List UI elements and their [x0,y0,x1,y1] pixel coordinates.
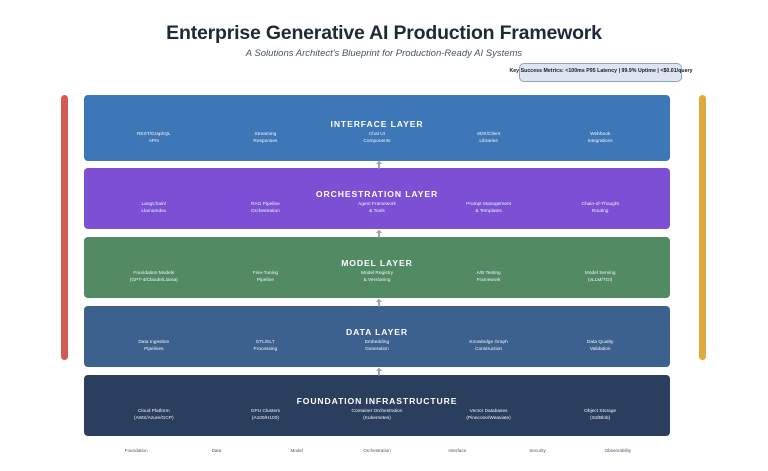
component-rest-graphql-apis: REST/GraphQL APIs [136,132,171,144]
layer-data-components: Data Ingestion Pipelines ETL/ELT Process… [84,340,670,354]
arrow-up-icon [376,160,382,169]
page-subtitle: A Solutions Architect's Blueprint for Pr… [245,48,523,59]
component-agent-framework-tools: Agent Framework & Tools [358,202,396,214]
component-prompt-management-templates: Prompt Management & Templates [466,202,511,214]
key-success-metrics-box [519,63,682,82]
component-fine-tuning-pipeline: Fine-Tuning Pipeline [252,271,279,283]
component-etl-elt-processing: ETL/ELT Processing [253,340,278,352]
component-data-ingestion-pipelines: Data Ingestion Pipelines [138,340,170,352]
component-object-storage: Object Storage (S3/Blob) [584,409,617,421]
component-streaming-responses: Streaming Responses [253,132,278,144]
axis-label-orchestration: Orchestration [363,448,391,453]
key-success-metrics-text: Key Success Metrics: <100ms P95 Latency … [509,68,693,74]
arrow-up-icon [376,229,382,238]
arrow-up-icon [376,298,382,307]
layer-model[interactable]: MODEL LAYER Foundation Models (GPT-4/Cla… [84,237,670,298]
layer-orchestration[interactable]: ORCHESTRATION LAYER LangChain/ LlamaInde… [84,168,670,229]
axis-label-observability: Observability [604,448,632,453]
layer-foundation-infrastructure[interactable]: FOUNDATION INFRASTRUCTURE Cloud Platform… [84,375,670,436]
layer-data-title: DATA LAYER [346,327,408,337]
layer-interface-components: REST/GraphQL APIs Streaming Responses Ch… [84,132,670,146]
axis-label-foundation: Foundation [124,448,148,453]
component-chain-of-thought-routing: Chain-of-Thought Routing [581,202,619,214]
layer-orchestration-title: ORCHESTRATION LAYER [315,189,439,199]
layer-orchestration-components: LangChain/ LlamaIndex RAG Pipeline Orche… [84,202,670,216]
observability-pillar [699,95,706,360]
layer-model-title: MODEL LAYER [341,258,413,268]
page-title: Enterprise Generative AI Production Fram… [166,22,602,44]
component-container-orchestration: Container Orchestration (Kubernetes) [351,409,403,421]
component-ab-testing-framework: A/B Testing Framework [476,271,501,283]
security-pillar [61,95,68,360]
layer-data[interactable]: DATA LAYER Data Ingestion Pipelines ETL/… [84,306,670,367]
component-knowledge-graph-construction: Knowledge Graph Construction [469,340,508,352]
layer-foundation-title: FOUNDATION INFRASTRUCTURE [296,396,458,406]
layer-model-components: Foundation Models (GPT-4/Claude/Llama) F… [84,271,670,285]
layer-foundation-components: Cloud Platform (AWS/Azure/GCP) GPU Clust… [84,409,670,423]
component-vector-databases: Vector Databases (Pinecone/Weaviate) [466,409,511,421]
component-rag-pipeline-orchestration: RAG Pipeline Orchestration [250,202,280,214]
axis-label-security: Security [529,448,546,453]
component-langchain-llamaindex: LangChain/ LlamaIndex [141,202,167,214]
axis-label-interface: Interface [448,448,467,453]
component-foundation-models: Foundation Models (GPT-4/Claude/Llama) [129,271,178,283]
component-chat-ui-components: Chat UI Components [363,132,391,144]
layer-interface-title: INTERFACE LAYER [330,119,424,129]
axis-label-model: Model [290,448,303,453]
component-data-quality-validation: Data Quality Validation [586,340,614,352]
component-cloud-platform: Cloud Platform (AWS/Azure/GCP) [134,409,174,421]
layer-interface[interactable]: INTERFACE LAYER REST/GraphQL APIs Stream… [84,95,670,161]
axis-labels: Foundation Data Model Orchestration Inte… [84,448,670,453]
axis-label-data: Data [211,448,222,453]
component-model-registry-versioning: Model Registry & Versioning [360,271,393,283]
component-sdk-client-libraries: SDK/Client Libraries [476,132,501,144]
arrow-up-icon [376,367,382,376]
component-model-serving: Model Serving (vLLM/TGI) [584,271,616,283]
component-gpu-clusters: GPU Clusters (A100/H100) [250,409,281,421]
component-webhook-integrations: Webhook Integrations [587,132,613,144]
component-embedding-generation: Embedding Generation [364,340,390,352]
